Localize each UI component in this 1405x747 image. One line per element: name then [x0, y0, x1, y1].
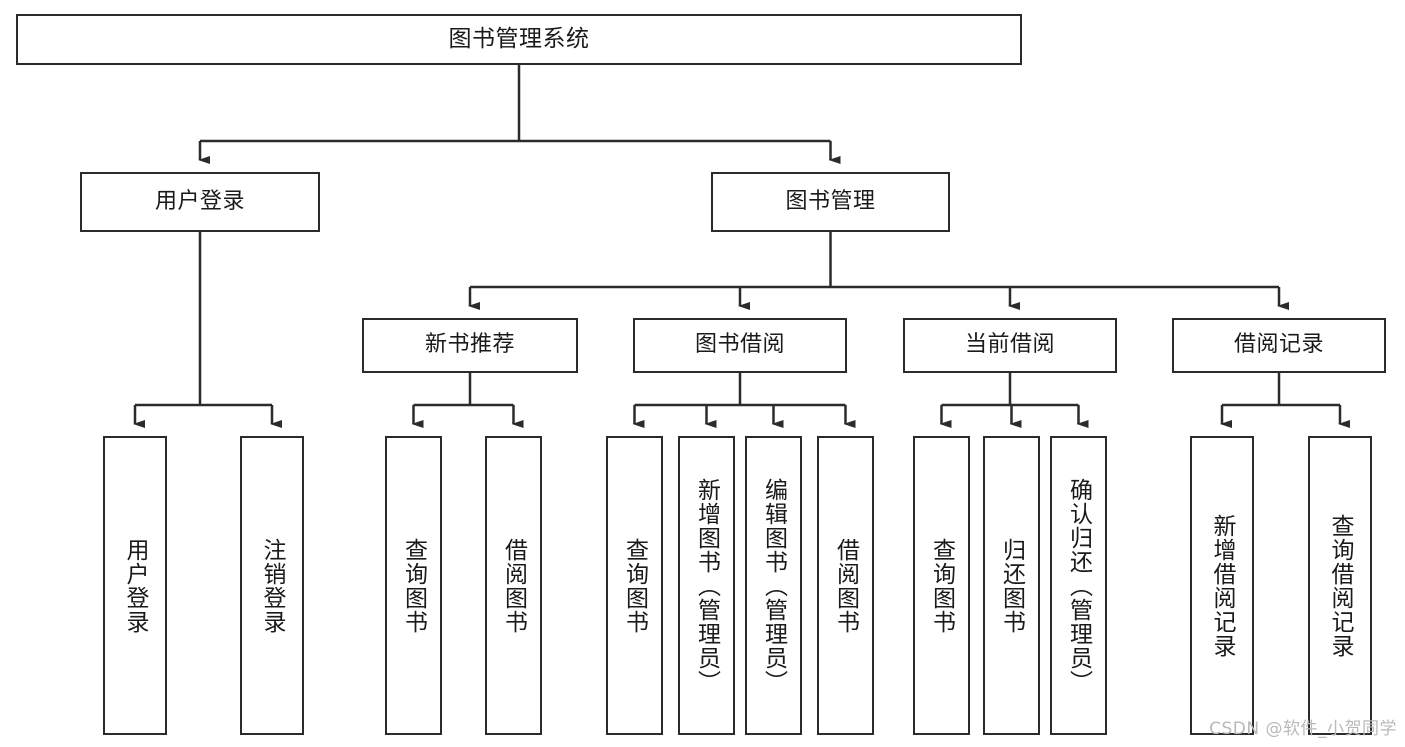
node-label: 查询借阅记录: [1327, 513, 1354, 658]
node-b-query[interactable]: 查询图书: [606, 436, 663, 735]
node-l-login[interactable]: 用户登录: [103, 436, 167, 735]
node-records[interactable]: 借阅记录: [1172, 318, 1386, 373]
node-label: 新书推荐: [424, 332, 515, 358]
node-label: 查询图书: [928, 537, 955, 634]
node-label: 归还图书: [998, 537, 1025, 634]
node-label: 查询图书: [400, 537, 427, 634]
node-c-query[interactable]: 查询图书: [913, 436, 970, 735]
node-n-borrow[interactable]: 借阅图书: [485, 436, 542, 735]
node-r-query[interactable]: 查询借阅记录: [1308, 436, 1372, 735]
watermark-text: CSDN @软件_小贺同学: [1209, 719, 1397, 739]
node-b-edit[interactable]: 编辑图书（管理员）: [745, 436, 802, 735]
node-label: 借阅记录: [1233, 332, 1324, 358]
node-label: 用户登录: [154, 188, 245, 214]
node-label: 注销登录: [259, 537, 286, 634]
node-current[interactable]: 当前借阅: [903, 318, 1117, 373]
node-label: 用户登录: [122, 537, 149, 634]
node-n-query[interactable]: 查询图书: [385, 436, 442, 735]
node-label: 借阅图书: [500, 537, 527, 634]
node-r-add[interactable]: 新增借阅记录: [1190, 436, 1254, 735]
node-root[interactable]: 图书管理系统: [16, 14, 1022, 65]
node-label: 确认归还（管理员）: [1065, 477, 1092, 694]
node-b-add[interactable]: 新增图书（管理员）: [678, 436, 735, 735]
node-login[interactable]: 用户登录: [80, 172, 320, 232]
node-label: 新增图书（管理员）: [693, 477, 720, 694]
node-newbook[interactable]: 新书推荐: [362, 318, 578, 373]
node-label: 编辑图书（管理员）: [760, 477, 787, 694]
node-label: 查询图书: [621, 537, 648, 634]
node-label: 图书借阅: [694, 332, 785, 358]
node-label: 图书管理: [785, 188, 876, 214]
node-label: 借阅图书: [832, 537, 859, 634]
node-c-confirm[interactable]: 确认归还（管理员）: [1050, 436, 1107, 735]
node-label: 新增借阅记录: [1209, 513, 1236, 658]
node-borrow[interactable]: 图书借阅: [633, 318, 847, 373]
node-label: 当前借阅: [964, 332, 1055, 358]
node-label: 图书管理系统: [448, 25, 590, 52]
node-c-return[interactable]: 归还图书: [983, 436, 1040, 735]
node-b-borrow[interactable]: 借阅图书: [817, 436, 874, 735]
node-bookmgmt[interactable]: 图书管理: [711, 172, 950, 232]
node-l-logout[interactable]: 注销登录: [240, 436, 304, 735]
